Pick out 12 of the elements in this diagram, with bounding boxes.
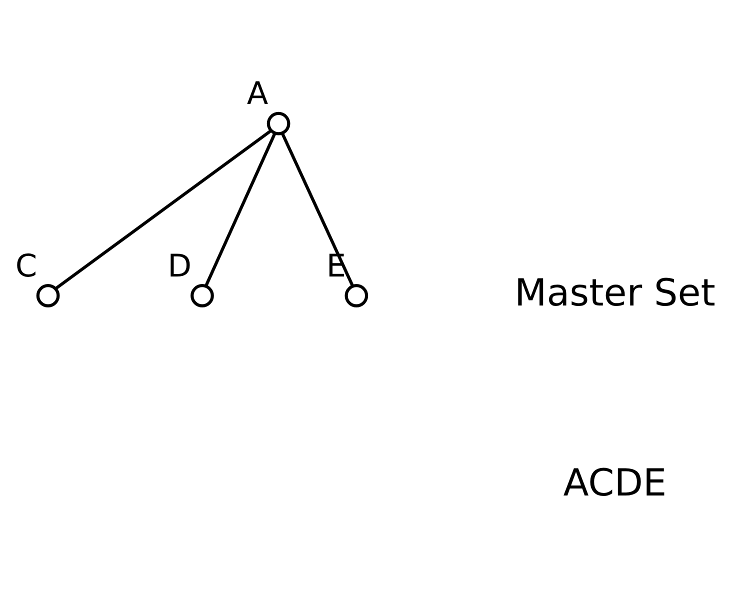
node-circle — [266, 111, 290, 135]
node-label: D — [168, 248, 192, 284]
connector — [280, 132, 354, 286]
node-circle — [36, 284, 60, 307]
label: ACDE — [563, 460, 667, 504]
node-label: C — [15, 248, 38, 284]
connector — [54, 129, 272, 290]
node-circle — [344, 284, 368, 307]
label: Master Set — [514, 270, 716, 314]
node-label: A — [246, 76, 268, 112]
connector — [204, 132, 276, 286]
node-circle — [190, 284, 214, 307]
